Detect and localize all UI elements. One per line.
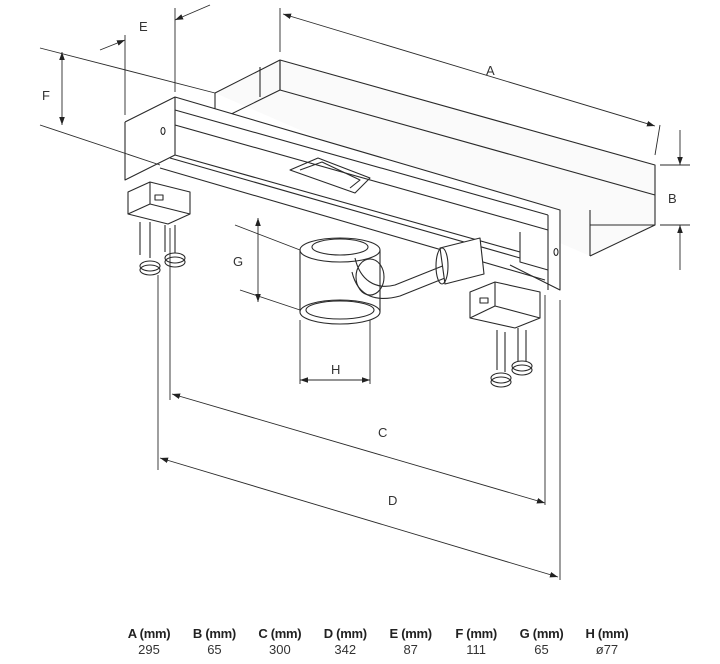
dimensions-table: A (mm) 295 B (mm) 65 C (mm) 300 D (mm) 3…	[118, 626, 638, 657]
spec-a-header: A (mm)	[127, 626, 171, 641]
siphon-trap	[299, 237, 485, 325]
dim-line-f	[39, 47, 216, 166]
dim-line-h	[299, 320, 371, 384]
spec-h: H (mm) ø77	[576, 626, 638, 657]
dim-label-d: D	[388, 493, 397, 508]
dim-line-d	[157, 275, 561, 580]
spec-b-header: B (mm)	[192, 626, 236, 641]
channel-body	[124, 96, 561, 291]
spec-d-header: D (mm)	[323, 626, 367, 641]
spec-a-value: 295	[138, 642, 160, 657]
spec-e-header: E (mm)	[389, 626, 433, 641]
spec-e-value: 87	[403, 642, 418, 657]
spec-c: C (mm) 300	[249, 626, 311, 657]
spec-g: G (mm) 65	[511, 626, 573, 657]
dim-label-f: F	[42, 88, 50, 103]
spec-h-header: H (mm)	[585, 626, 629, 641]
dim-line-b	[660, 130, 690, 270]
cover-slot	[289, 157, 371, 194]
spec-e: E (mm) 87	[380, 626, 442, 657]
dim-label-e: E	[139, 19, 148, 34]
dim-label-g: G	[233, 254, 243, 269]
dim-line-g	[234, 218, 301, 311]
dim-label-h: H	[331, 362, 340, 377]
spec-d-value: 342	[334, 642, 357, 657]
spec-c-value: 300	[268, 642, 291, 657]
spec-d: D (mm) 342	[314, 626, 376, 657]
spec-g-header: G (mm)	[519, 626, 564, 641]
right-bracket	[469, 281, 541, 388]
spec-b: B (mm) 65	[183, 626, 245, 657]
technical-drawing: A B C D E F G H	[39, 4, 690, 580]
spec-a: A (mm) 295	[118, 626, 180, 657]
spec-f-value: 111	[466, 642, 486, 657]
left-bracket	[127, 181, 191, 276]
spec-f-header: F (mm)	[455, 626, 497, 641]
spec-g-value: 65	[534, 642, 549, 657]
spec-f: F (mm) 111	[445, 626, 507, 657]
dim-line-e	[99, 4, 211, 115]
spec-b-value: 65	[207, 642, 222, 657]
dim-label-a: A	[486, 63, 495, 78]
dim-label-c: C	[378, 425, 387, 440]
spec-h-value: ø77	[595, 642, 619, 657]
dim-line-a	[279, 8, 661, 156]
spec-c-header: C (mm)	[258, 626, 302, 641]
dim-label-b: B	[668, 191, 677, 206]
